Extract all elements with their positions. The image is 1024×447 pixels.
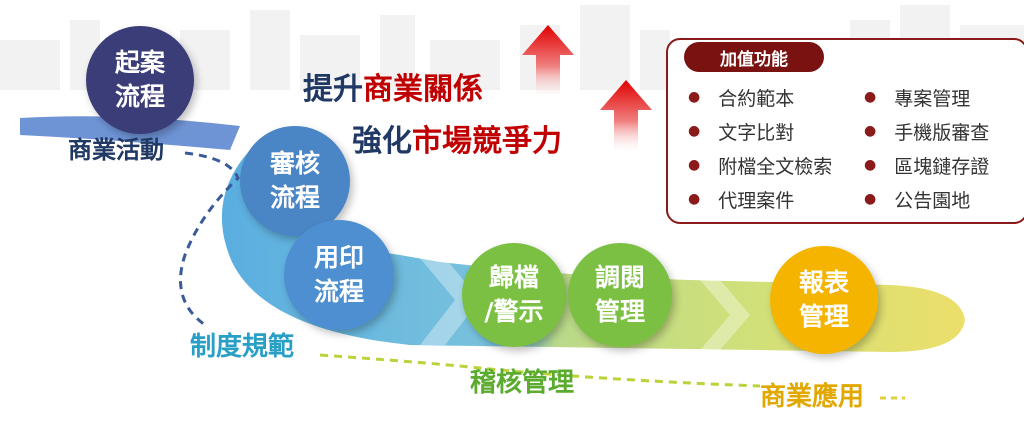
circle-label-line2: /警示 bbox=[484, 297, 544, 326]
feature-label: 附檔全文檢索 bbox=[718, 155, 833, 178]
list-item: ● 手機版審查 bbox=[864, 114, 989, 148]
up-arrow-icon-2 bbox=[600, 80, 652, 155]
headline-line1-highlight: 商業關係 bbox=[363, 72, 483, 107]
circle-label-line2: 管理 bbox=[594, 297, 645, 326]
list-item: ● 公告園地 bbox=[864, 182, 989, 216]
bullet-icon: ● bbox=[688, 157, 701, 173]
bullet-icon: ● bbox=[688, 191, 701, 207]
circle-label-line2: 管理 bbox=[798, 302, 849, 331]
feature-label: 區塊鏈存證 bbox=[894, 155, 990, 178]
access-management-circle: 調閱管理 bbox=[568, 243, 672, 347]
circle-label-line2: 流程 bbox=[313, 277, 364, 306]
circle-label-line1: 審核 bbox=[269, 149, 320, 178]
seal-process-circle: 用印流程 bbox=[284, 220, 394, 330]
circle-label-line2: 流程 bbox=[114, 82, 165, 111]
business-application-label: 商業應用 bbox=[760, 382, 865, 412]
circle-label-line1: 起案 bbox=[114, 48, 165, 77]
system-norms-label: 制度規範 bbox=[190, 332, 295, 362]
circle-label-line2: 流程 bbox=[269, 183, 320, 212]
feature-label: 合約範本 bbox=[718, 87, 795, 110]
feature-label: 手機版審查 bbox=[894, 121, 990, 144]
list-item: ● 附檔全文檢索 bbox=[688, 148, 832, 182]
bullet-icon: ● bbox=[864, 157, 877, 173]
list-item: ● 文字比對 bbox=[688, 114, 832, 148]
feature-label: 公告園地 bbox=[894, 189, 971, 212]
bullet-icon: ● bbox=[688, 89, 701, 105]
headline-line1: 提升商業關係 bbox=[303, 64, 483, 108]
feature-label: 專案管理 bbox=[894, 87, 971, 110]
circle-label-line1: 調閱 bbox=[594, 263, 645, 292]
archive-alert-circle: 歸檔/警示 bbox=[462, 243, 566, 347]
headline-line1-prefix: 提升 bbox=[303, 72, 363, 107]
list-item: ● 專案管理 bbox=[864, 80, 989, 114]
bullet-icon: ● bbox=[864, 89, 877, 105]
headline-line2-highlight: 市場競爭力 bbox=[412, 124, 562, 159]
list-item: ● 合約範本 bbox=[688, 80, 832, 114]
dashed-line-blue bbox=[179, 151, 240, 327]
business-activity-label: 商業活動 bbox=[68, 136, 164, 164]
report-management-circle: 報表管理 bbox=[770, 246, 878, 354]
bullet-icon: ● bbox=[864, 123, 877, 139]
feature-label: 代理案件 bbox=[718, 189, 795, 212]
bullet-icon: ● bbox=[688, 123, 701, 139]
headline-line2: 強化市場競爭力 bbox=[352, 116, 562, 160]
audit-management-label: 稽核管理 bbox=[470, 368, 575, 398]
panel-title: 加值功能 bbox=[684, 42, 824, 72]
band-chevron-2 bbox=[700, 280, 750, 350]
review-process-circle: 審核流程 bbox=[240, 126, 350, 236]
circle-label-line1: 用印 bbox=[313, 243, 364, 272]
circle-label-line1: 報表 bbox=[798, 268, 849, 297]
up-arrow-icon bbox=[522, 25, 574, 100]
circle-label-line1: 歸檔 bbox=[488, 263, 539, 292]
list-item: ● 區塊鏈存證 bbox=[864, 148, 989, 182]
headline-line2-prefix: 強化 bbox=[352, 124, 412, 159]
panel-left-list: ● 合約範本 ● 文字比對 ● 附檔全文檢索 ● 代理案件 bbox=[688, 80, 832, 216]
list-item: ● 代理案件 bbox=[688, 182, 832, 216]
panel-right-list: ● 專案管理 ● 手機版審查 ● 區塊鏈存證 ● 公告園地 bbox=[864, 80, 989, 216]
dashed-line-green bbox=[319, 353, 761, 388]
initiation-process-circle: 起案流程 bbox=[86, 26, 194, 134]
feature-label: 文字比對 bbox=[718, 121, 795, 144]
bullet-icon: ● bbox=[864, 191, 877, 207]
